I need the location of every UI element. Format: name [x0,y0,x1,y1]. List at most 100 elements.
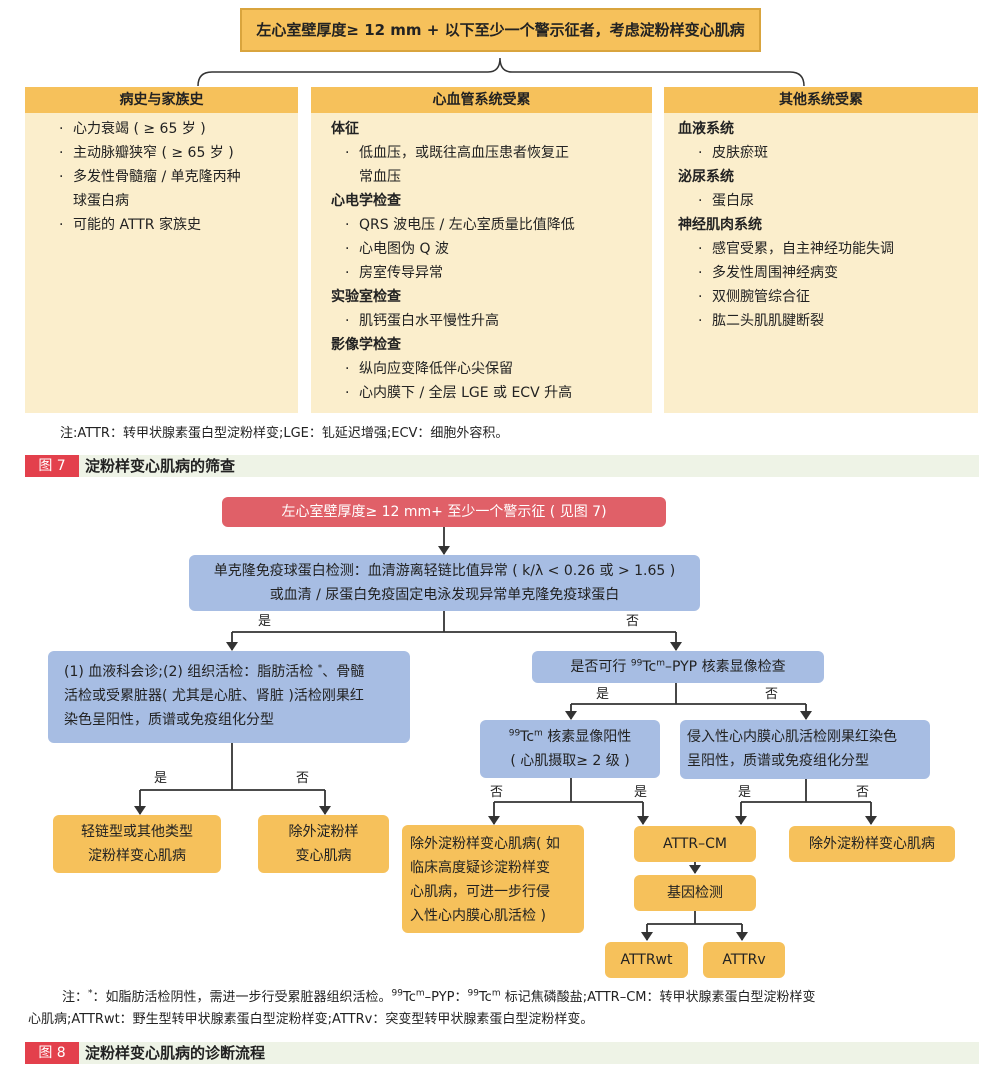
cardio-item: 房室传导异常 [311,261,652,285]
hema-line-3: 染色呈阳性，质谱或免疫组化分型 [64,712,274,728]
note-pre: 注： [62,990,89,1005]
cardio-item: QRS 波电压 / 左心室质量比值降低 [311,213,652,237]
brace-shape [197,57,805,87]
arrowheads [134,546,877,941]
history-item: 可能的 ATTR 家族史 [25,213,298,237]
other-column: 其他系统受累 血液系统 皮肤瘀斑 泌尿系统 蛋白尿 神经肌肉系统 感官受累，自主… [664,87,978,413]
monoclonal-line-1: 单克隆免疫球蛋白检测：血清游离轻链比值异常 ( k/λ < 0.26 或 > 1… [213,563,676,579]
attrv-box: ATTRv [703,942,785,978]
hema-line-1b: 、骨髓 [322,664,365,680]
cardio-column: 心血管系统受累 体征 低血压，或既往高血压患者恢复正 常血压 心电学检查 QRS… [311,87,652,413]
other-section-blood: 血液系统 [678,121,734,137]
other-item: 双侧腕管综合征 [664,285,978,309]
hema-line-2: 活检或受累脏器( 尤其是心脏、肾脏 )活检刚果红 [64,688,364,704]
note-a: ：如脂肪活检阴性，需进一步行受累脏器组织活检。 [92,990,392,1005]
note-sup-mb: m [491,988,501,999]
start-box: 左心室壁厚度≥ 12 mm+ 至少一个警示征 ( 见图 7) [222,497,666,527]
yes-label: 是 [154,771,168,786]
no-label: 否 [296,771,310,786]
excl2-line-2: 临床高度疑诊淀粉样变 [410,860,550,876]
history-column: 病史与家族史 心力衰竭 ( ≥ 65 岁 ) 主动脉瓣狭窄 ( ≥ 65 岁 )… [25,87,298,413]
tc-positive-box: 99Tcm 核素显像阳性 ( 心肌摄取≥ 2 级 ) [480,720,660,778]
other-heading: 其他系统受累 [664,87,978,113]
light-line-1: 轻链型或其他类型 [81,824,193,840]
cardio-item: 心电图伪 Q 波 [311,237,652,261]
other-item: 皮肤瘀斑 [664,141,978,165]
cardio-heading: 心血管系统受累 [311,87,652,113]
fig7-note: 注:ATTR：转甲状腺素蛋白型淀粉样变;LGE：钆延迟增强;ECV：细胞外容积。 [60,426,509,441]
history-item: 球蛋白病 [73,193,129,209]
excl1-line-2: 变心肌病 [295,848,352,864]
monoclonal-test-box: 单克隆免疫球蛋白检测：血清游离轻链比值异常 ( k/λ < 0.26 或 > 1… [189,555,700,611]
no-label: 否 [490,785,504,800]
cardio-section-signs: 体征 [331,121,359,137]
other-section-urinary: 泌尿系统 [678,169,734,185]
excl2-line-4: 入性心内膜心肌活检 ) [410,908,546,924]
note-sup-99a: 99 [391,988,403,999]
fig8-number: 图 8 [25,1042,79,1064]
pyp-pre: 是否可行 [570,659,631,675]
yes-label: 是 [738,785,752,800]
hematology-box: (1) 血液科会诊;(2) 组织活检：脂肪活检 *、骨髓 活检或受累脏器( 尤其… [48,651,410,743]
other-item: 感官受累，自主神经功能失调 [664,237,978,261]
biopsy-line-1: 侵入性心内膜心肌活检刚果红染色 [687,729,897,745]
cardio-item: 常血压 [359,169,401,185]
biopsy-box: 侵入性心内膜心肌活检刚果红染色 呈阳性，质谱或免疫组化分型 [680,720,930,779]
exclude-result-box-2: 除外淀粉样变心肌病( 如 临床高度疑诊淀粉样变 心肌病，可进一步行侵 入性心内膜… [402,825,584,933]
exclude-result-box-1: 除外淀粉样 变心肌病 [258,815,389,873]
monoclonal-line-2: 或血清 / 尿蛋白免疫固定电泳发现异常单克隆免疫球蛋白 [269,587,620,603]
fig7-number: 图 7 [25,455,79,477]
excl1-line-1: 除外淀粉样 [288,824,359,840]
pyp-sup2: m [656,658,665,669]
note-sup-99b: 99 [467,988,479,999]
yes-label: 是 [634,785,648,800]
note-e: 标记焦磷酸盐;ATTR–CM：转甲状腺素蛋白型淀粉样变 [500,990,816,1005]
excl2-line-1: 除外淀粉样变心肌病( 如 [410,836,560,852]
tc-sup2: m [534,728,543,739]
exclude-result-box-3: 除外淀粉样变心肌病 [789,826,955,862]
light-line-2: 淀粉样变心肌病 [88,848,186,864]
tc-line-1: 核素显像阳性 [542,729,632,745]
fig8-note: 注：*：如脂肪活检阴性，需进一步行受累脏器组织活检。99Tcm–PYP：99Tc… [28,987,983,1031]
tc-main: Tc [520,729,535,745]
excl2-line-3: 心肌病，可进一步行侵 [410,884,550,900]
history-item: 心力衰竭 ( ≥ 65 岁 ) [25,117,298,141]
no-label: 否 [856,785,870,800]
fig8-title: 淀粉样变心肌病的诊断流程 [85,1044,266,1062]
no-label: 否 [765,687,779,702]
attrwt-box: ATTRwt [605,942,688,978]
cardio-item: 心内膜下 / 全层 LGE 或 ECV 升高 [311,381,652,405]
other-item: 多发性周围神经病变 [664,261,978,285]
history-heading: 病史与家族史 [25,87,298,113]
hema-line-1: (1) 血液科会诊;(2) 组织活检：脂肪活检 [64,664,318,680]
no-label: 否 [626,614,640,629]
cardio-section-lab: 实验室检查 [331,289,401,305]
yes-label: 是 [596,687,610,702]
hema-asterisk: * [317,663,323,674]
note-b: Tc [402,990,416,1005]
yes-label: 是 [258,614,272,629]
other-item: 蛋白尿 [664,189,978,213]
history-item: 多发性骨髓瘤 / 单克隆丙种 [25,165,298,189]
attr-cm-box: ATTR–CM [634,826,756,862]
pyp-sup: 99 [630,658,643,669]
note-asterisk: * [88,988,93,999]
note-sup-ma: m [415,988,425,999]
pyp-tc: Tc [642,659,657,675]
other-item: 肱二头肌肌腱断裂 [664,309,978,333]
other-section-neuro: 神经肌肉系统 [678,217,762,233]
tc-sup: 99 [508,728,521,739]
note-d: Tc [478,990,492,1005]
light-chain-result-box: 轻链型或其他类型 淀粉样变心肌病 [53,815,221,873]
history-item: 主动脉瓣狭窄 ( ≥ 65 岁 ) [25,141,298,165]
fig8-caption-bar: 图 8 淀粉样变心肌病的诊断流程 [25,1042,979,1064]
screening-criteria-box: 左心室壁厚度≥ 12 mm + 以下至少一个警示征者，考虑淀粉样变心肌病 [240,8,761,52]
pyp-question-box: 是否可行 99Tcm–PYP 核素显像检查 [532,651,824,683]
biopsy-line-2: 呈阳性，质谱或免疫组化分型 [687,753,869,769]
cardio-item: 纵向应变降低伴心尖保留 [311,357,652,381]
fig7-caption-bar: 图 7 淀粉样变心肌病的筛查 [25,455,979,477]
gene-test-box: 基因检测 [634,875,756,911]
tc-line-2: ( 心肌摄取≥ 2 级 ) [510,753,630,769]
cardio-section-ecg: 心电学检查 [331,193,401,209]
